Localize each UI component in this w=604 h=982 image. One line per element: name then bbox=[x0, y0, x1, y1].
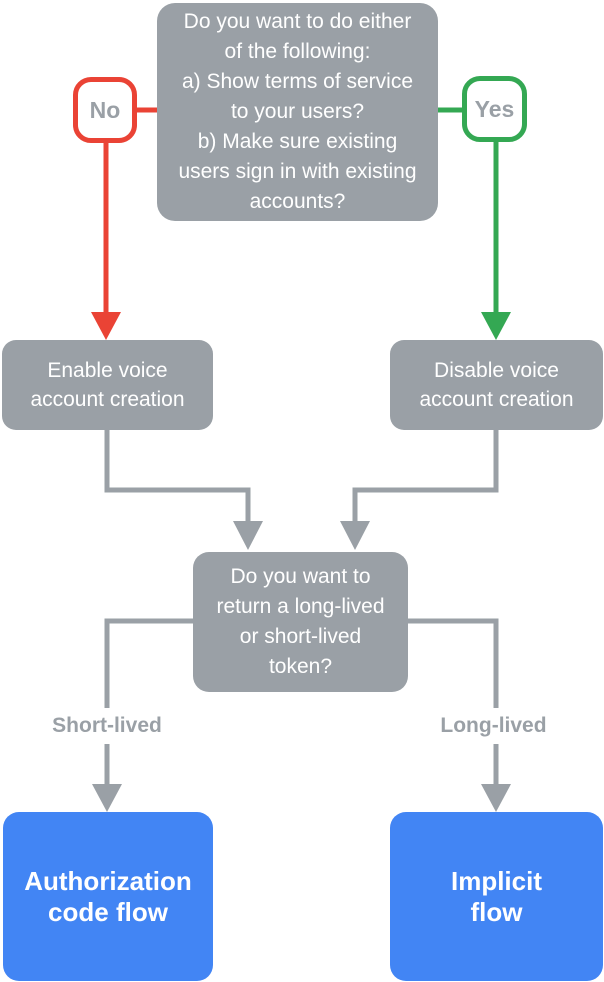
edge-label-long-lived: Long-lived bbox=[410, 708, 577, 744]
badge-no-label: No bbox=[89, 96, 121, 123]
badge-yes-label: Yes bbox=[474, 95, 515, 122]
edge-label-short-lived: Short-lived bbox=[22, 708, 192, 744]
node-disable-voice-account-creation: Disable voice account creation bbox=[390, 340, 603, 430]
arrowhead-disable-to-token bbox=[340, 521, 370, 550]
edge-enable-to-token bbox=[104, 430, 251, 522]
long-lived-label-text: Long-lived bbox=[440, 714, 547, 737]
badge-yes: Yes bbox=[462, 76, 527, 142]
node-authorization-code-flow: Authorization code flow bbox=[3, 812, 213, 981]
implicit-flow-text: Implicit flow bbox=[450, 865, 542, 927]
node-token-question: Do you want to return a long-lived or sh… bbox=[193, 552, 408, 692]
node-enable-voice-account-creation: Enable voice account creation bbox=[2, 340, 213, 430]
start-question-text: Do you want to do either of the followin… bbox=[178, 10, 417, 213]
arrowhead-token-to-auth bbox=[92, 784, 122, 812]
arrowhead-yes-to-disable bbox=[481, 312, 511, 340]
authorization-code-flow-text: Authorization code flow bbox=[24, 865, 192, 927]
edge-token-to-implicit bbox=[408, 618, 499, 786]
enable-voice-text: Enable voice account creation bbox=[30, 359, 185, 411]
arrowhead-token-to-implicit bbox=[481, 784, 511, 812]
arrowhead-enable-to-token bbox=[233, 521, 263, 550]
disable-voice-text: Disable voice account creation bbox=[419, 359, 574, 411]
token-question-text: Do you want to return a long-lived or sh… bbox=[216, 565, 385, 678]
node-start-question: Do you want to do either of the followin… bbox=[157, 3, 438, 221]
short-lived-label-text: Short-lived bbox=[52, 714, 162, 737]
node-implicit-flow: Implicit flow bbox=[390, 812, 603, 981]
edge-token-to-auth bbox=[104, 618, 193, 786]
arrowhead-no-to-enable bbox=[91, 312, 121, 340]
edge-disable-to-token bbox=[352, 430, 499, 522]
badge-no: No bbox=[73, 77, 137, 143]
